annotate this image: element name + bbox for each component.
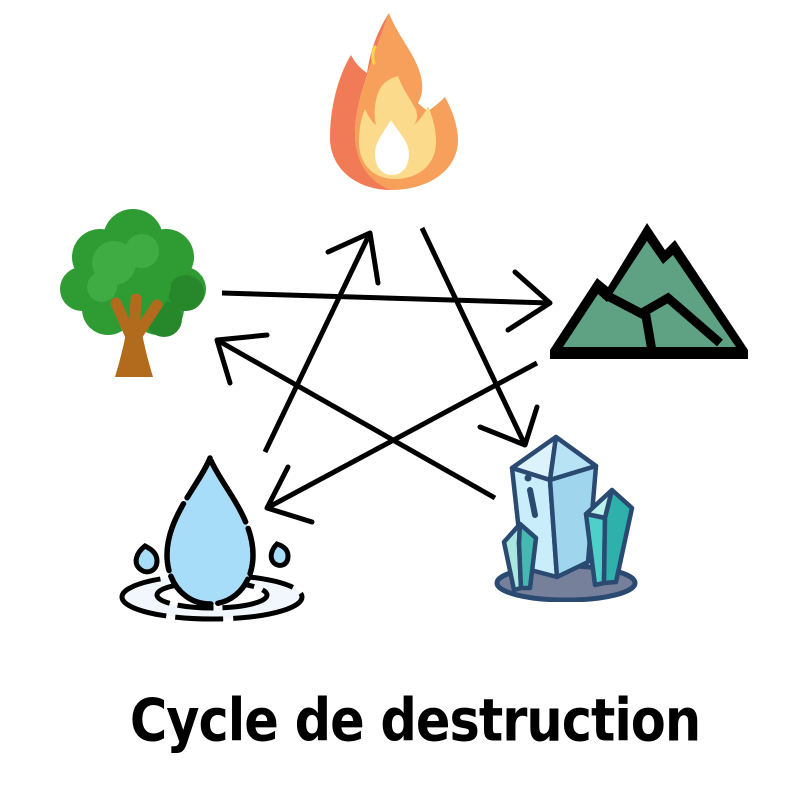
fire-icon-svg: [330, 13, 459, 190]
flame-core: [375, 120, 409, 175]
arrow-water-to-fire: [262, 230, 381, 454]
crystal-detail-line: [527, 487, 538, 518]
drop: [164, 452, 256, 607]
arrow-wood-to-earth: [221, 269, 553, 333]
water-drop-icon-svg: [119, 452, 305, 622]
splash-right: [268, 541, 291, 568]
arrow-earth-to-water: [264, 360, 539, 525]
mountain-icon: [546, 218, 751, 363]
crystal-detail-dot: [524, 474, 532, 482]
tree-trunk: [115, 321, 153, 377]
fire-icon: [328, 8, 463, 198]
mountain-cracks: [601, 290, 723, 352]
crystal-big: [509, 434, 599, 580]
flame-spark: [371, 45, 377, 65]
tree-canopy-highlight: [87, 234, 159, 302]
diagram-title: Cycle de destruction: [129, 687, 701, 756]
arrow-metal-to-wood: [214, 332, 497, 501]
crystal-small-left: [501, 521, 539, 593]
tree-icon: [58, 207, 208, 382]
mountain-icon-svg: [550, 223, 748, 359]
splash-left: [133, 543, 160, 575]
water-drop-icon: [114, 452, 314, 627]
arrow-fire-to-metal: [419, 226, 540, 448]
crystal-icon-svg: [494, 434, 638, 602]
flame-left-accent: [330, 13, 391, 190]
tree-icon-svg: [60, 209, 206, 377]
crystal-small-right: [583, 487, 635, 588]
crystal-icon: [492, 430, 642, 602]
